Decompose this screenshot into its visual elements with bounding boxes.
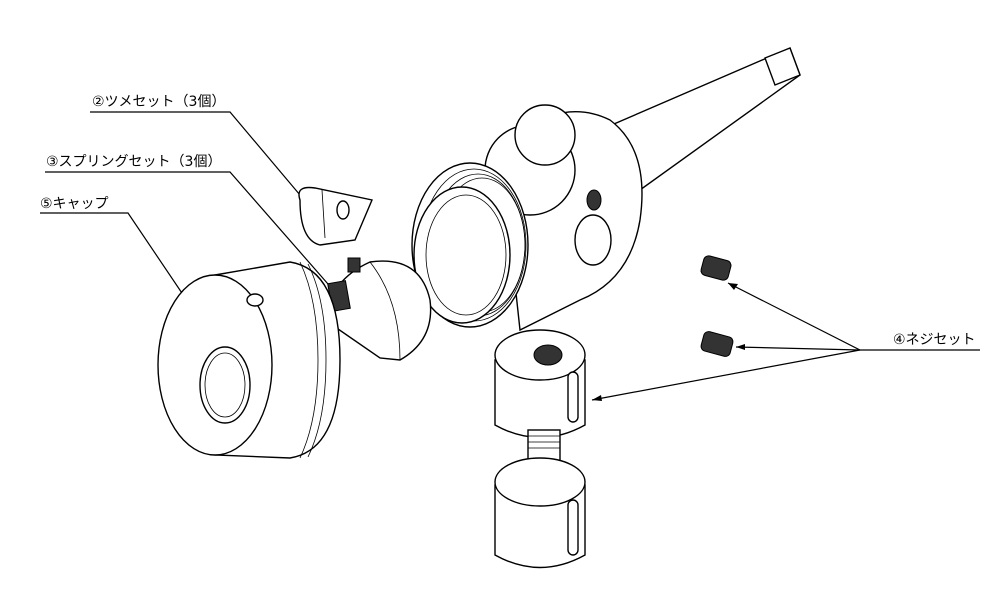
label-screw-set: ④ネジセット	[893, 332, 976, 348]
bolt-part	[494, 329, 586, 569]
spring-part	[324, 257, 432, 361]
leader-lines	[40, 111, 980, 401]
label-spring-set: ③スプリングセット（3個）	[46, 154, 222, 170]
screw-parts	[700, 255, 734, 357]
cap-part	[157, 261, 341, 459]
label-cap: ⑤キャップ	[40, 196, 109, 212]
label-claw-set: ②ツメセット（3個）	[92, 94, 226, 110]
main-body	[411, 47, 801, 332]
claw-part	[298, 186, 373, 246]
